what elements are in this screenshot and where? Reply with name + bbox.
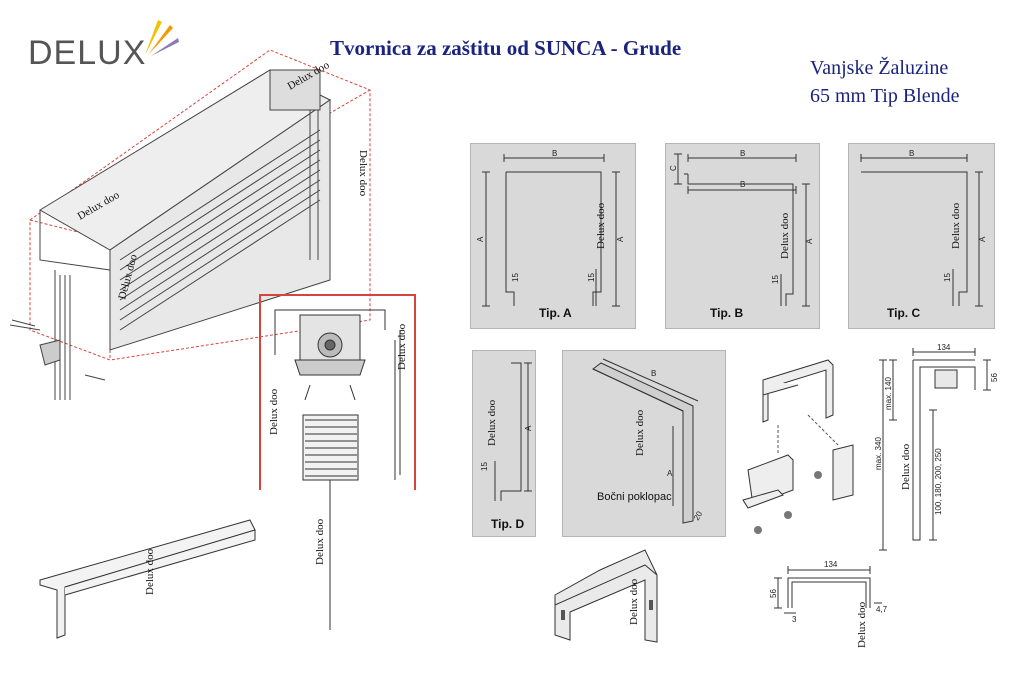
delux-logo: DELUX [28,20,179,80]
side-cover-dim-a: A [667,469,673,478]
cross-section-drawing: Delux doo Delux doo Delux doo [259,294,416,630]
bracket-small-dimension-drawing: 134 56 3 4,7 Delux doo [770,560,888,648]
tip-b-dim-a: A [805,238,814,244]
side-cover-panel: B A 20 Delux doo Bočni poklopac [562,350,726,537]
watermark-tip-d: Delux doo [486,399,498,446]
bracket-isometric-drawing: Delux doo [554,549,658,643]
tip-d-dim-15: 15 [480,462,489,471]
tip-d-label: Tip. D [491,517,525,531]
tip-b-label: Tip. B [710,306,744,320]
blind-box-isometric-drawing: Delux doo Delux doo Delux doo Delux doo [9,49,371,400]
watermark-tip-c: Delux doo [950,202,962,249]
tip-a-dim-15-right: 15 [587,273,596,282]
tip-d-panel: A 15 Delux doo Tip. D [472,350,536,537]
tip-a-panel: B A A 15 15 Delux doo Tip. A [470,143,636,329]
bracket-dim-140: max. 140 [884,377,893,410]
bracket-dim-56: 56 [990,373,999,382]
tip-b-dim-c: C [669,165,678,171]
watermark-profile: Delux doo [144,548,156,595]
bracket-dim-range: 100, 180, 200, 250 [934,448,943,515]
bracket-small-dim-47: 4,7 [876,605,888,614]
watermark-tip-a: Delux doo [595,202,607,249]
bracket-small-dim-56: 56 [770,589,778,598]
bracket-dim-134: 134 [937,343,951,352]
subtitle-line-1: Vanjske Žaluzine [810,57,949,79]
page-subtitle: Vanjske Žaluzine 65 mm Tip Blende [810,54,959,110]
watermark-section-left: Delux doo [268,388,280,435]
bracket-small-dim-3: 3 [792,615,797,624]
bracket-dimension-drawing: 134 56 max. 140 max. 340 100, 180, 200, … [875,343,999,551]
tip-d-dim-a: A [524,425,533,431]
tip-c-dim-b: B [909,149,914,158]
tip-b-dim-b: B [740,180,745,189]
watermark-tip-b: Delux doo [779,212,791,259]
bracket-dim-340: max. 340 [875,437,883,470]
tip-a-dim-15: 15 [511,273,520,282]
tip-c-dim-15: 15 [943,273,952,282]
tip-a-dim-a-right: A [616,236,625,242]
subtitle-line-2: 65 mm Tip Blende [810,85,960,107]
tip-c-label: Tip. C [887,306,921,320]
bracket-small-dim-134: 134 [824,560,838,569]
tip-b-dim-15: 15 [771,275,780,284]
profile-rail-drawing: Delux doo [39,519,256,639]
tip-a-dim-a-left: A [476,236,485,242]
side-cover-dim-20: 20 [692,509,705,522]
watermark-bracket-right: Delux doo [900,443,912,490]
tip-b-panel: B B C A 15 Delux doo Tip. B [665,143,820,329]
tip-a-label: Tip. A [539,306,572,320]
watermark-side-cover: Delux doo [634,409,646,456]
tip-c-panel: B A 15 Delux doo Tip. C [848,143,995,329]
watermark-bracket-iso: Delux doo [628,578,640,625]
bracket-exploded-drawing [742,359,854,534]
tip-c-dim-a: A [978,236,987,242]
tip-b-dim-b-top: B [740,149,745,158]
page-title: Tvornica za zaštitu od SUNCA - Grude [330,36,682,60]
watermark-box-side: Delux doo [357,150,369,197]
logo-text: DELUX [28,34,147,72]
tip-a-dim-b: B [552,149,557,158]
side-cover-dim-b: B [651,369,656,378]
watermark-section-right: Delux doo [396,323,408,370]
sun-rays-icon [145,20,179,56]
watermark-section-cord: Delux doo [314,518,326,565]
side-cover-label: Bočni poklopac [597,491,672,503]
watermark-bracket-small: Delux doo [856,601,868,648]
